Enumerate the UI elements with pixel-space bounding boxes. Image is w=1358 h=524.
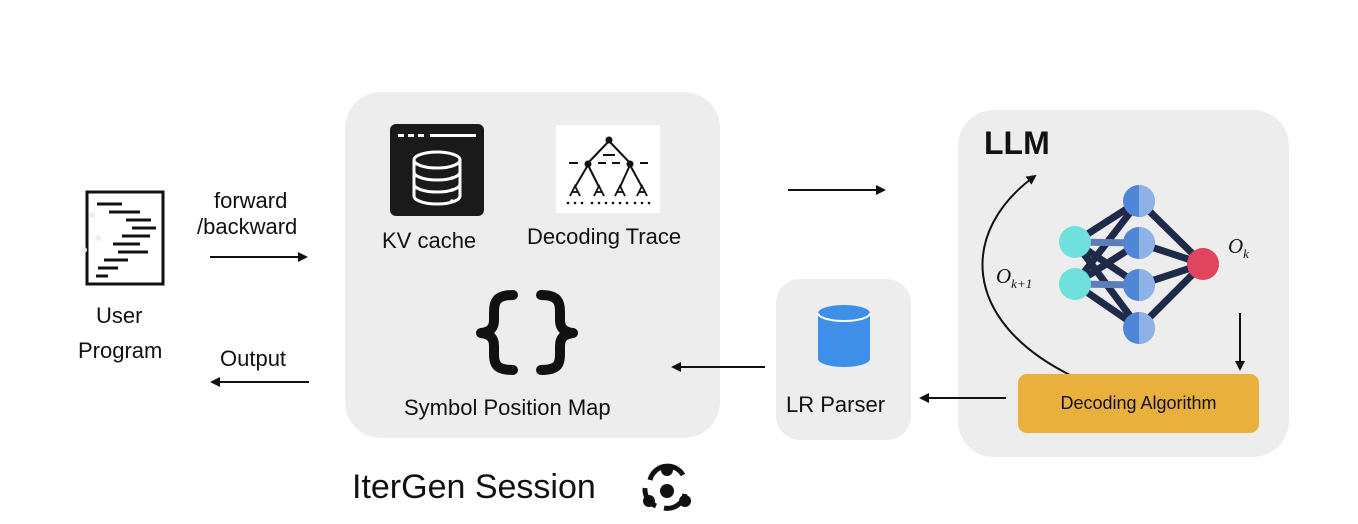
user-program-label-line2: Program (78, 338, 163, 363)
output-node (1187, 248, 1219, 280)
session-cycle-icon (642, 463, 691, 511)
next-symbol-letter: O (996, 264, 1012, 288)
forward-label-line1: forward (214, 188, 288, 213)
neural-network-icon (1059, 185, 1219, 344)
code-document-icon (81, 190, 165, 286)
database-window-icon (390, 124, 484, 216)
tree-icon (556, 125, 660, 213)
output-label: Output (220, 346, 287, 371)
forward-label-line2: /backward (197, 214, 298, 239)
input-node (1059, 226, 1091, 300)
lr-parser-label: LR Parser (786, 392, 886, 417)
kv-cache-label: KV cache (382, 228, 477, 253)
next-output-symbol: Ok+1 (996, 264, 1032, 292)
cylinder-database-icon (817, 305, 871, 367)
output-symbol-letter: O (1228, 234, 1244, 258)
decoding-algorithm-label: Decoding Algorithm (1060, 393, 1217, 413)
symbol-map-label: Symbol Position Map (404, 395, 611, 420)
itergen-session-title: IterGen Session (352, 468, 596, 506)
decoding-trace-label: Decoding Trace (527, 224, 682, 249)
decoding-algorithm-box: Decoding Algorithm (1018, 374, 1259, 433)
curly-braces-icon (476, 290, 578, 375)
output-symbol: Ok (1228, 234, 1249, 262)
hidden-node (1123, 185, 1155, 344)
user-program-label-line1: User (96, 303, 143, 328)
next-symbol-subscript: k+1 (1011, 276, 1033, 292)
output-symbol-subscript: k (1243, 246, 1249, 262)
feedback-curve-arrow (981, 174, 1071, 376)
llm-title: LLM (984, 125, 1050, 161)
